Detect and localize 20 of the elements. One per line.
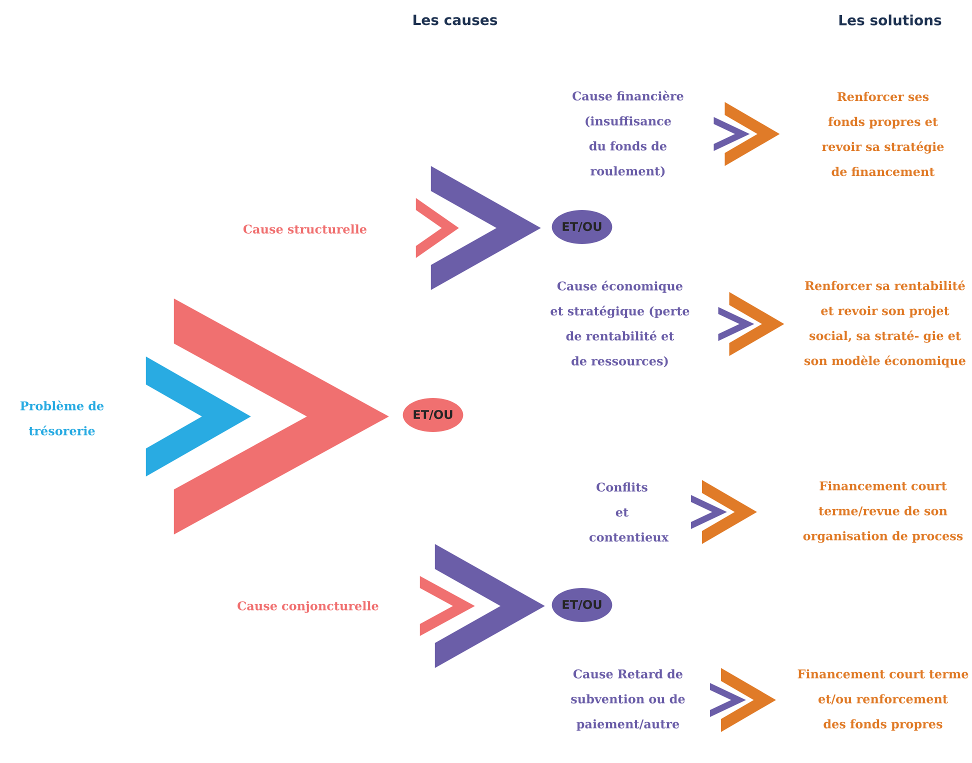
chevron-arrow xyxy=(146,298,389,534)
chevron-arrow xyxy=(691,480,757,544)
cause-text: Cause conjoncturelle xyxy=(238,601,378,613)
chevron-arrow xyxy=(416,166,541,290)
solution-text: Financement court terme/revue de son organisation de process xyxy=(803,481,963,543)
solution-text: Renforcer sa rentabilité et revoir son projet social, sa straté- gie et son modèle économique xyxy=(804,280,966,368)
chevron-arrow xyxy=(718,292,784,356)
column-heading: Les solutions xyxy=(839,14,942,26)
chevron-arrow xyxy=(710,668,776,732)
cause-text: Conflits et contentieux xyxy=(590,482,669,542)
cause-text: Cause financière (insuffisance du fonds de roulement) xyxy=(572,90,684,178)
cause-text: Cause structurelle xyxy=(243,224,366,234)
cause-text: Cause Retard de subvention ou de paiement/autre xyxy=(571,669,685,731)
solution-text: Financement court terme et/ou renforcement des fonds propres xyxy=(798,669,968,731)
cause-text: Cause économique et stratégique (perte de rentabilité et de ressources) xyxy=(550,280,690,368)
column-heading: Les causes xyxy=(414,14,498,26)
solution-text: Renforcer ses fonds propres et revoir sa stratégie de financement xyxy=(822,92,944,176)
chevron-arrow xyxy=(420,544,545,668)
chevron-arrow xyxy=(714,102,780,166)
problem-text: Problème de trésorerie xyxy=(20,400,104,436)
